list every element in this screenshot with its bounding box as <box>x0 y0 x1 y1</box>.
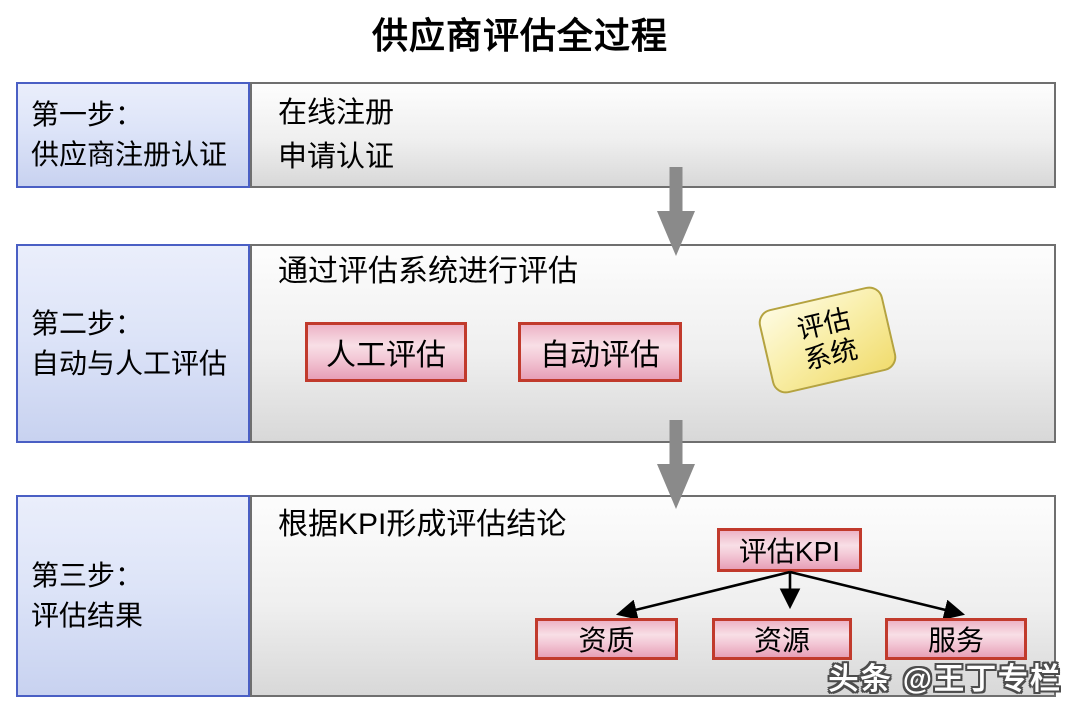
page-title: 供应商评估全过程 <box>371 15 668 56</box>
flow-arrow-down-2 <box>657 420 695 509</box>
step1-content-line2: 申请认证 <box>278 141 395 173</box>
step2-label-line2: 自动与人工评估 <box>31 347 228 379</box>
step3-label-box: 第三步： 评估结果 <box>16 495 250 697</box>
step1-content-box <box>250 82 1056 188</box>
step3-content-box <box>250 495 1056 697</box>
step2-label-box: 第二步： 自动与人工评估 <box>16 244 250 443</box>
auto-evaluation-box: 自动评估 <box>518 322 682 382</box>
step2-label-line1: 第二步： <box>31 307 144 339</box>
step1-content-text: 在线注册 申请认证 <box>278 82 394 188</box>
step2-heading: 通过评估系统进行评估 <box>278 255 578 288</box>
step1-label-line2: 供应商注册认证 <box>31 139 228 170</box>
step3-heading: 根据KPI形成评估结论 <box>278 508 567 541</box>
step1-label-line1: 第一步： <box>31 99 144 130</box>
manual-evaluation-box: 人工评估 <box>305 322 467 382</box>
kpi-root-box: 评估KPI <box>717 528 862 572</box>
step3-label-line2: 评估结果 <box>31 600 144 631</box>
kpi-child-box-resource: 资源 <box>712 618 852 660</box>
step3-label-line1: 第三步： <box>31 560 144 591</box>
step1-label-box: 第一步： 供应商注册认证 <box>16 82 250 188</box>
watermark-text: 头条 @王丁专栏 <box>828 663 1062 696</box>
flow-arrow-down-1 <box>657 167 695 256</box>
kpi-child-box-qualification: 资质 <box>535 618 678 660</box>
kpi-connector-arrows <box>615 570 966 620</box>
kpi-child-box-service: 服务 <box>885 618 1027 660</box>
step1-content-line1: 在线注册 <box>278 97 395 129</box>
